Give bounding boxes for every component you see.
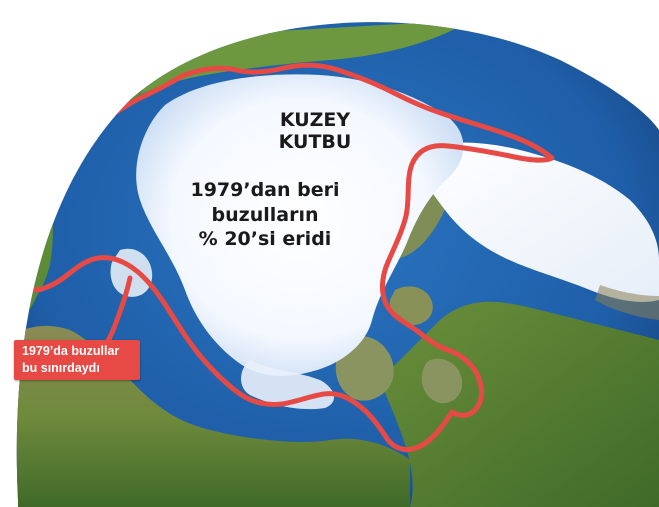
ice-boundary-1979 [17, 62, 555, 452]
greenland-ice-sheet [410, 142, 659, 302]
north-pole-label: KUZEY KUTBU [240, 109, 390, 154]
ice-melt-note-line: 1979’dan beri [190, 179, 340, 201]
archipelago-island [389, 286, 433, 326]
boundary-legend-line: bu sınırdaydı [22, 361, 100, 375]
archipelago-island [421, 358, 463, 404]
greenland-coast [595, 285, 659, 320]
north-pole-label-line: KUZEY [279, 109, 351, 131]
current-sea-ice [136, 74, 464, 376]
north-pole-label-line: KUTBU [278, 130, 352, 153]
boundary-legend: 1979’da buzullar bu sınırdaydı [14, 340, 140, 380]
ice-melt-note-line: % 20’si eridi [198, 228, 332, 251]
ice-melt-note-line: buzulların [211, 203, 319, 226]
ice-melt-note: 1979’dan beri buzulların % 20’si eridi [150, 178, 380, 252]
boundary-legend-line: 1979’da buzullar [22, 344, 120, 358]
